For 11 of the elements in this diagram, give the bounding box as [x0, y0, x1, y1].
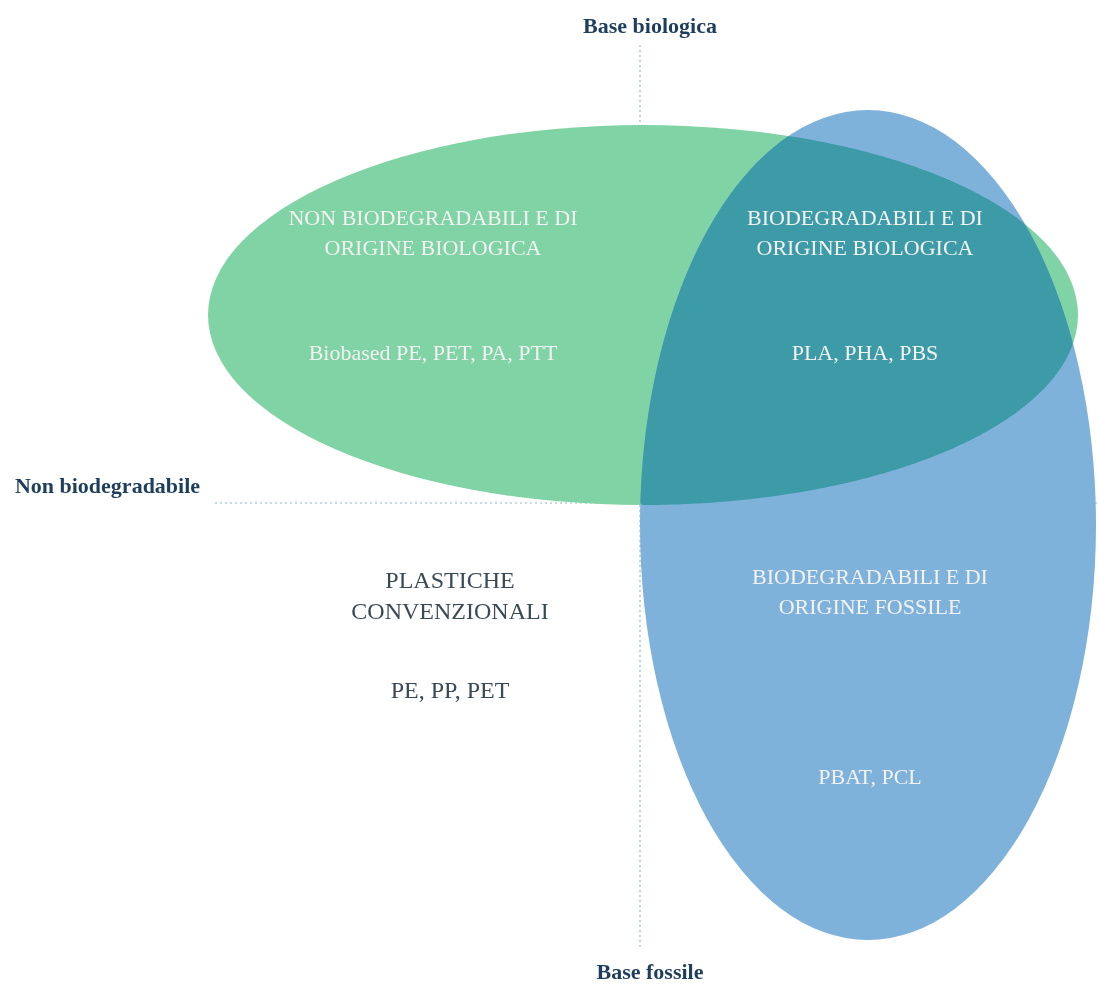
example-list: PBAT, PCL	[710, 762, 1030, 792]
example-list: PLA, PHA, PBS	[710, 338, 1020, 368]
axis-label: Base biologica	[582, 12, 718, 40]
axis-label: Base fossile	[595, 958, 705, 986]
category-heading: NON BIODEGRADABILI E DI ORIGINE BIOLOGICA	[287, 204, 579, 262]
example-list: PE, PP, PET	[330, 675, 570, 706]
category-heading: PLASTICHE CONVENZIONALI	[350, 566, 550, 626]
axis-label: Non biodegradabile	[13, 472, 202, 500]
category-heading: BIODEGRADABILI E DI ORIGINE BIOLOGICA	[746, 204, 984, 262]
example-list: Biobased PE, PET, PA, PTT	[283, 338, 583, 368]
category-heading: BIODEGRADABILI E DI ORIGINE FOSSILE	[751, 563, 989, 621]
